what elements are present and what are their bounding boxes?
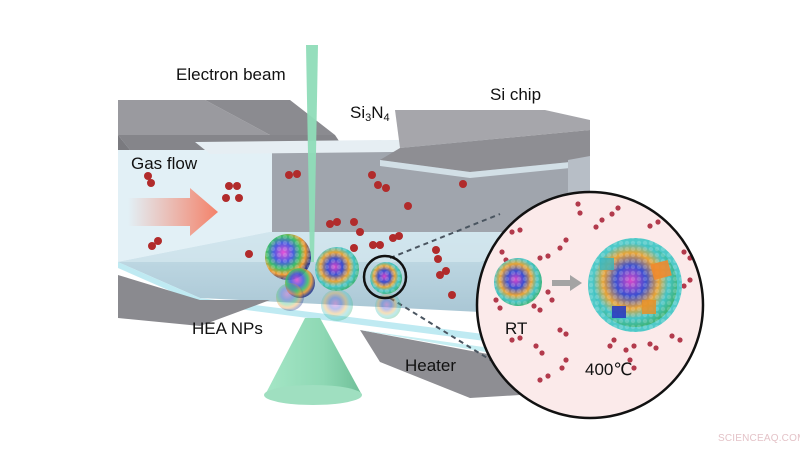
- inset-label-400c: 400℃: [585, 360, 633, 379]
- heater-block: [360, 330, 520, 398]
- electron-beam: [306, 45, 318, 262]
- watermark: SCIENCEAQ.COM: [718, 433, 800, 444]
- label-si3n4-sub4: 4: [383, 112, 390, 124]
- label-gas-flow: Gas flow: [131, 154, 198, 173]
- hea-nanoparticles: [265, 234, 402, 321]
- label-si3n4-si: Si: [350, 103, 366, 122]
- objective-cone: [265, 318, 362, 395]
- gas-molecules: [144, 170, 467, 299]
- highlight-ring: [362, 254, 408, 300]
- label-heater: Heater: [405, 356, 457, 375]
- left-si-chip-top: [118, 100, 270, 135]
- inset-zoom-view: [475, 190, 705, 420]
- right-si-chip-top: [395, 110, 590, 148]
- label-si-chip: Si chip: [490, 85, 542, 104]
- label-electron-beam: Electron beam: [176, 65, 286, 84]
- label-hea-nps: HEA NPs: [192, 319, 263, 338]
- zoom-line-top: [389, 213, 501, 259]
- gas-flow-arrow: [128, 188, 218, 236]
- label-si3n4-sub3: 3: [365, 112, 372, 124]
- bottom-left-chip: [118, 275, 270, 326]
- transition-arrow: [552, 275, 582, 291]
- label-si3n4-n: N: [371, 103, 384, 122]
- label-si3n4: Si3N4: [350, 104, 390, 124]
- inset-label-rt: RT: [505, 319, 528, 338]
